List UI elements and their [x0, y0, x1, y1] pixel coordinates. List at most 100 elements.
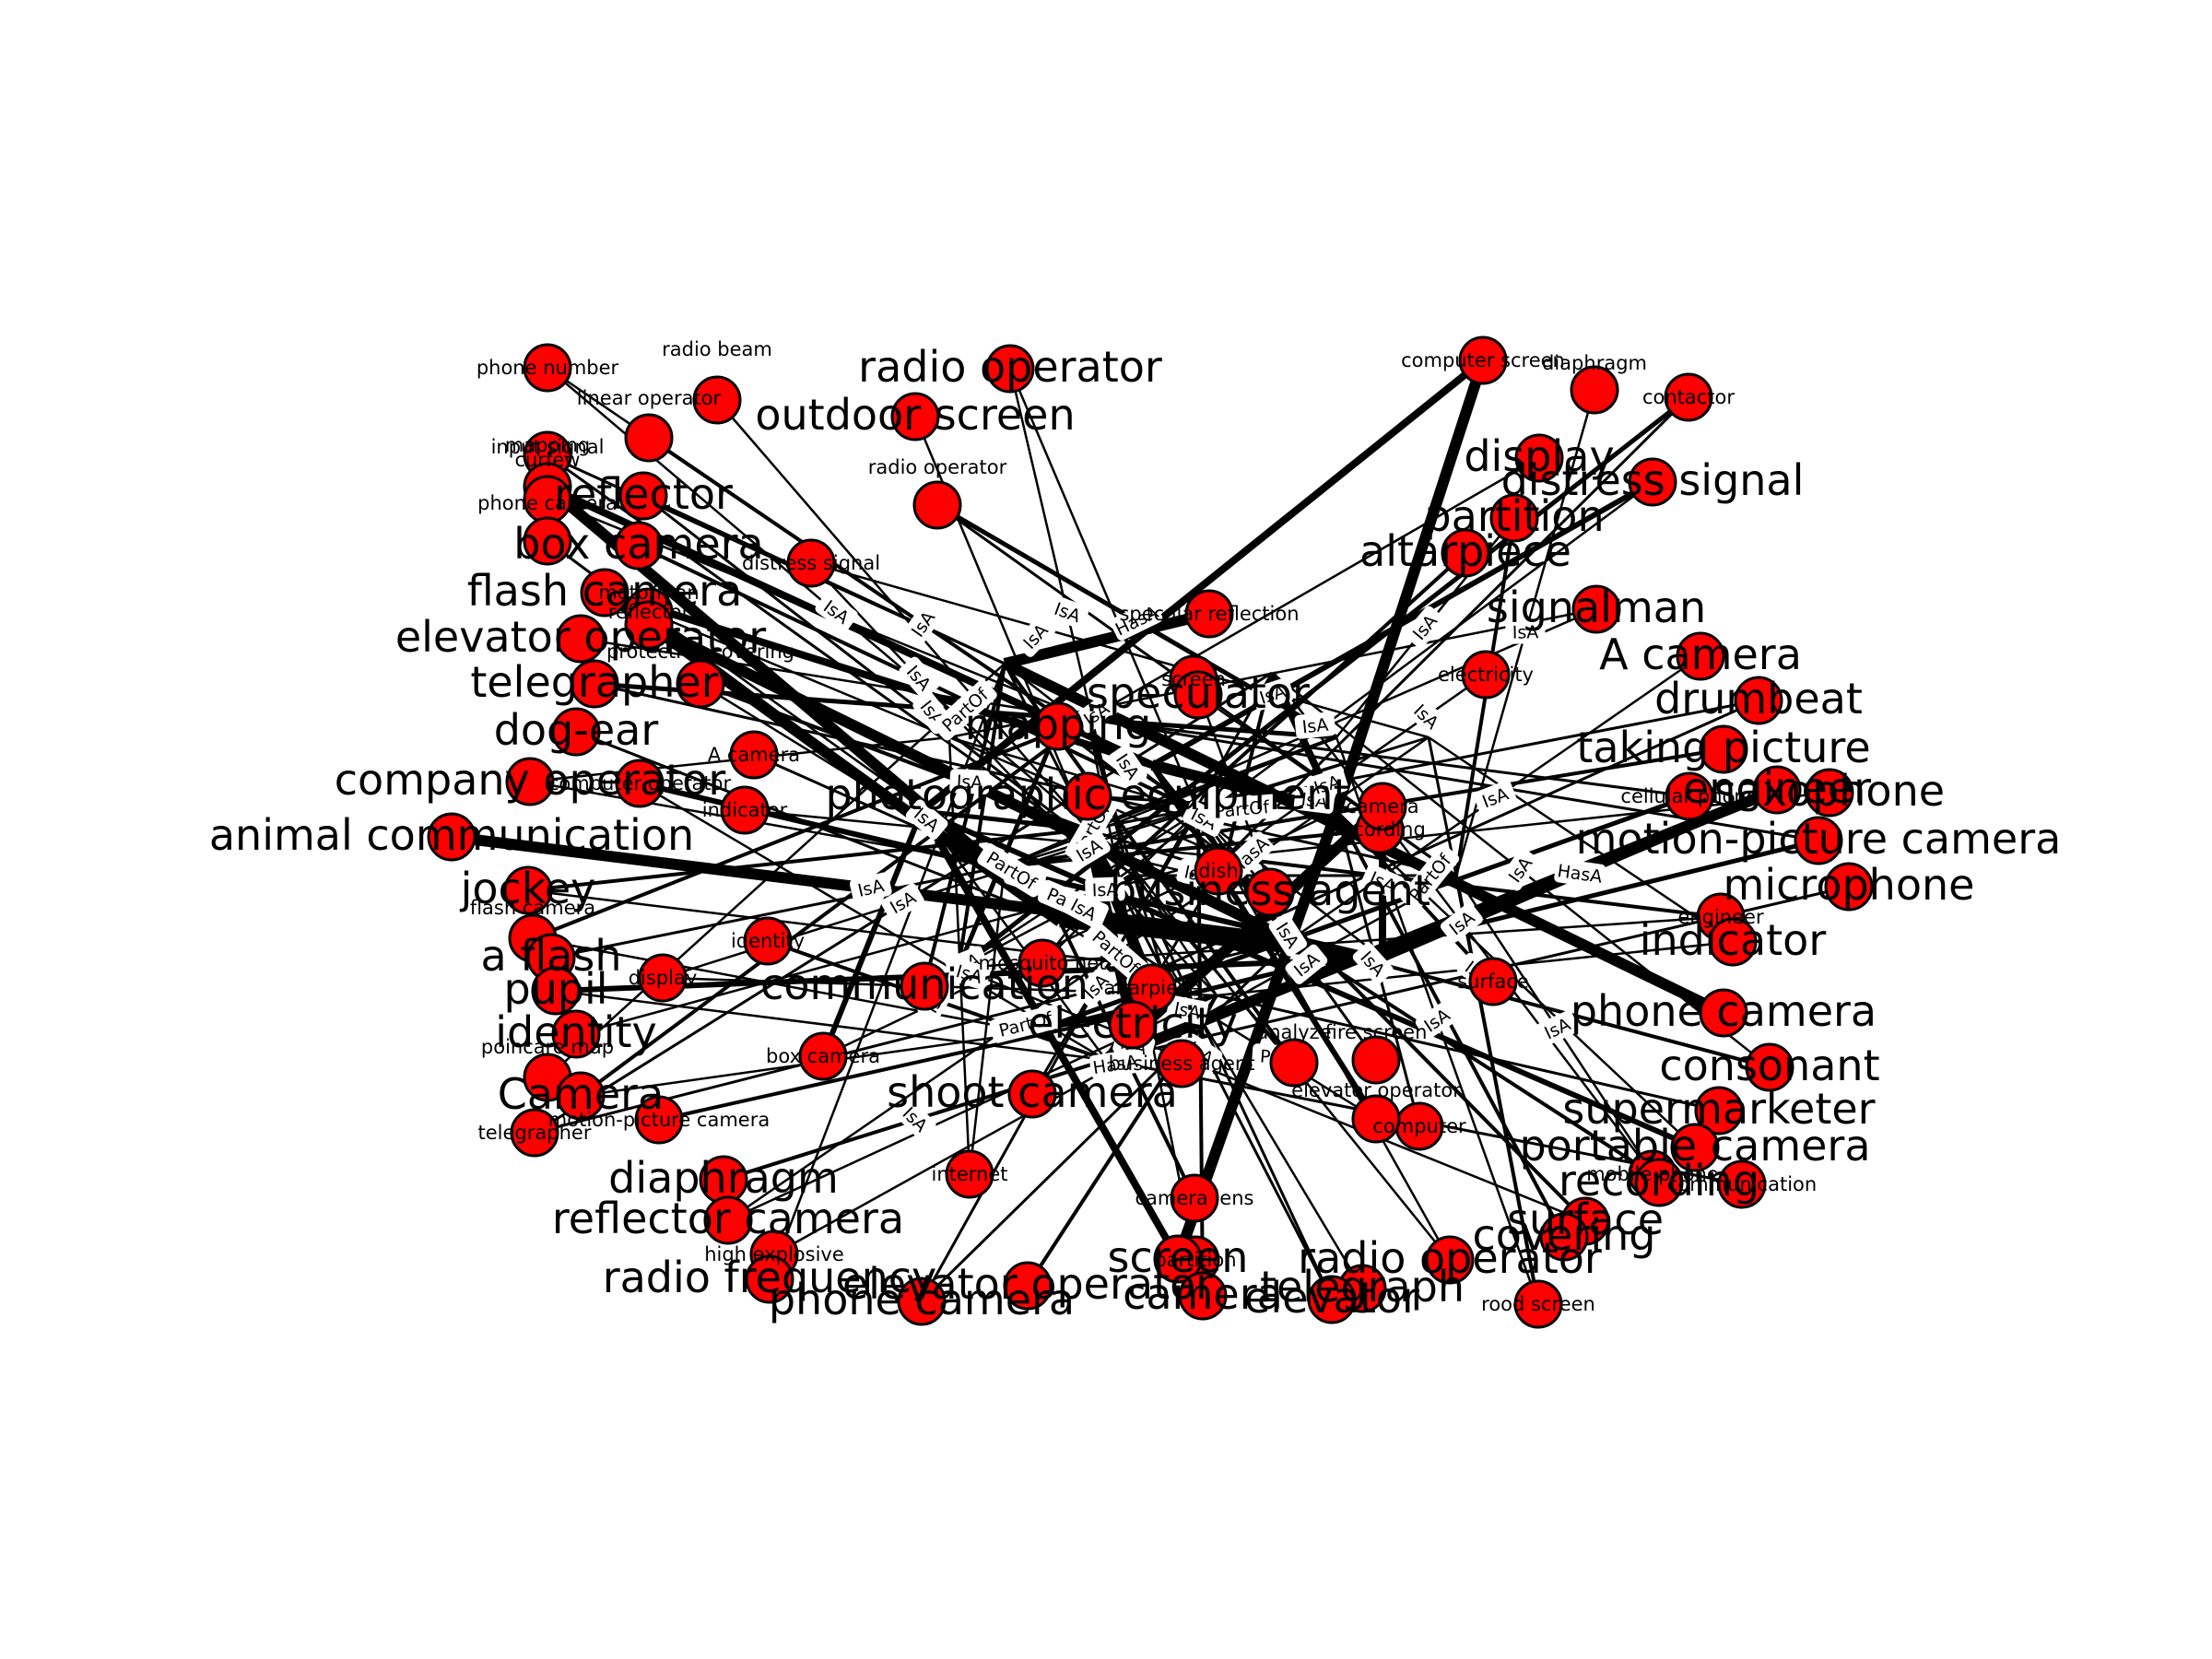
graph-node	[1665, 771, 1714, 821]
node-label-large: covering	[1472, 1210, 1655, 1260]
node-label-large: engineer	[1683, 763, 1871, 813]
node-label: motorman	[598, 582, 699, 604]
graph-edge	[923, 663, 1006, 987]
svg-text:IsA: IsA	[1091, 880, 1118, 901]
graph-edge	[920, 808, 1697, 1150]
node-label: camera	[1346, 795, 1418, 818]
graph-node	[1184, 589, 1234, 639]
node-label: internet	[931, 1163, 1007, 1185]
node-label-large: surface	[1507, 1194, 1664, 1244]
svg-text:IsA: IsA	[1512, 622, 1539, 642]
node-label-large: consonant	[1659, 1041, 1879, 1090]
graph-edge	[920, 938, 1292, 1303]
graph-edge	[594, 682, 1457, 877]
node-label-large: portable camera	[1519, 1121, 1870, 1171]
graph-edge	[1087, 717, 1690, 798]
node-label: A camera	[708, 744, 800, 766]
graph-node	[1717, 1159, 1767, 1209]
edge-relation-label: IsA	[1166, 995, 1208, 1026]
graph-edge	[1196, 810, 1452, 1261]
node-label-large: screen	[1108, 1232, 1249, 1282]
graph-node	[1007, 1069, 1057, 1119]
node-label: contactor	[1642, 386, 1735, 408]
graph-node	[531, 966, 581, 1016]
node-label: phone number	[477, 357, 619, 379]
node-label: computer operator	[548, 772, 732, 794]
node-label: radio beam	[662, 338, 772, 360]
graph-edge	[1132, 875, 1334, 1300]
node-label: input signal	[491, 436, 605, 458]
graph-node	[1570, 365, 1619, 415]
node-label-large: phone camera	[1571, 986, 1877, 1036]
graph-node	[1571, 584, 1621, 634]
graph-edge	[1288, 938, 1654, 1176]
node-label: rood screen	[1481, 1293, 1595, 1315]
node-label: display	[629, 967, 698, 989]
node-label-large: shoot camera	[887, 1067, 1178, 1117]
node-label-large: taking picture	[1576, 723, 1870, 772]
edge-relation-label: IsA	[1294, 712, 1336, 739]
node-label: fire screen	[1325, 1021, 1428, 1043]
graph-node	[1734, 676, 1783, 725]
node-label-large: telegraph	[1260, 1262, 1465, 1312]
node-label-large: radio operator	[1298, 1233, 1602, 1283]
node-label: motion-picture camera	[548, 1109, 770, 1131]
graph-node	[1514, 433, 1564, 483]
node-label-large: partition	[1424, 491, 1604, 541]
graph-node	[676, 659, 725, 709]
graph-node	[1699, 988, 1748, 1038]
graph-edge	[532, 936, 1033, 1034]
node-label: protective covering	[606, 641, 794, 663]
graph-node	[1033, 701, 1083, 751]
edge-relation-label: IsA	[1085, 877, 1125, 902]
graph-node	[523, 343, 572, 393]
graph-edge	[1004, 828, 1381, 868]
node-label-large: altarpiece	[1359, 526, 1571, 576]
graph-node	[1351, 1035, 1401, 1085]
graph-edge	[648, 610, 950, 739]
graph-edge	[918, 809, 1182, 1261]
node-label-large: business agent	[1110, 865, 1430, 915]
node-label: altarpiece	[1104, 977, 1201, 999]
node-label: computer screen	[1401, 349, 1565, 371]
edge-relation-label: IsA	[1251, 677, 1294, 711]
node-label: screen	[1161, 668, 1226, 690]
node-label-large: dog-ear	[494, 705, 659, 755]
graph-edge	[1003, 608, 1211, 669]
node-label: dish	[1198, 860, 1238, 882]
node-label-large: elevator	[1244, 1273, 1419, 1323]
graph-node	[1351, 1094, 1401, 1144]
graph-node	[912, 480, 962, 530]
node-label: box camera	[766, 1045, 880, 1067]
node-label-large: camera	[1123, 1269, 1283, 1319]
node-label-large: saxophone	[1714, 766, 1945, 816]
edge-relation-label: IsA	[849, 872, 892, 903]
node-label-large: elevator operator	[842, 1259, 1213, 1309]
graph-edge	[1086, 829, 1364, 1289]
node-label-large: diaphragm	[608, 1153, 839, 1203]
node-label: electricity	[1438, 664, 1534, 686]
node-label-large: outdoor screen	[755, 390, 1075, 440]
node-label-large: supermarketer	[1562, 1084, 1875, 1134]
node-label-large: photographic equipment	[826, 770, 1350, 819]
node-label: cellular phone	[1620, 785, 1758, 807]
node-label: surface	[1457, 971, 1529, 993]
graph-edge	[1454, 875, 1540, 1305]
graph-node	[743, 916, 793, 966]
graph-node	[624, 413, 674, 463]
graph-node	[692, 375, 742, 425]
node-label-large: mapping	[965, 700, 1152, 749]
graph-node	[634, 1095, 684, 1145]
graph-node	[1153, 1234, 1203, 1284]
node-label-large: drumbeat	[1654, 674, 1863, 724]
graph-node	[1745, 1042, 1794, 1092]
graph-node	[1108, 1000, 1158, 1050]
node-label-large: communication	[760, 959, 1088, 1009]
node-label: distress signal	[742, 552, 880, 574]
graph-node	[1489, 493, 1539, 543]
graph-edge	[1087, 456, 1540, 721]
graph-node	[729, 730, 779, 780]
svg-text:IsA: IsA	[956, 771, 983, 793]
graph-node	[580, 568, 629, 618]
graph-edge	[555, 989, 1107, 1062]
